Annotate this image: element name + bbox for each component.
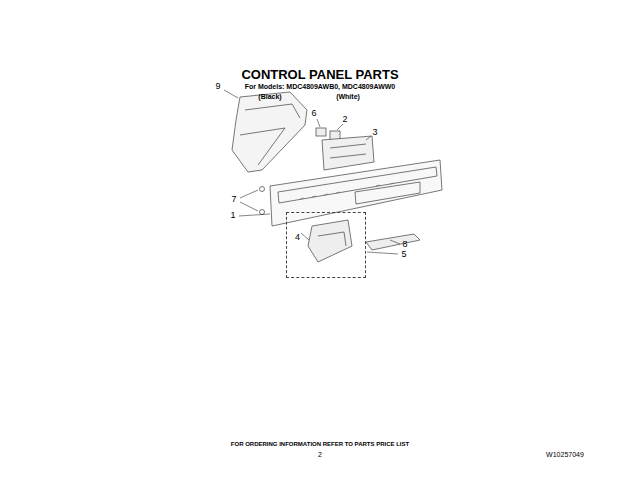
latch xyxy=(308,220,352,262)
circuit-board xyxy=(322,136,374,170)
callout-number: 2 xyxy=(342,115,347,125)
color-note: (Black) xyxy=(258,93,281,101)
screw xyxy=(260,187,265,192)
callout-number: 3 xyxy=(372,128,377,138)
panel-face xyxy=(278,167,437,203)
callout-number: 7 xyxy=(231,195,236,205)
screw xyxy=(260,210,265,215)
leader-lines xyxy=(224,90,400,254)
callout-number: 5 xyxy=(401,250,406,260)
callout-number: 1 xyxy=(230,211,235,221)
bracket-detail xyxy=(240,128,285,165)
model-line: For Models: MDC4809AWB0, MDC4809AWW0 xyxy=(245,83,396,91)
control-panel xyxy=(270,160,442,226)
latch-detail xyxy=(318,232,346,246)
dashed-group-box: 4 xyxy=(286,212,366,278)
bracket xyxy=(232,92,307,172)
callout-number: 6 xyxy=(311,109,316,119)
board-detail xyxy=(330,144,366,148)
callout-number: 9 xyxy=(215,82,220,92)
color-note: (White) xyxy=(336,93,360,101)
title: CONTROL PANEL PARTS xyxy=(241,68,398,82)
bracket-detail xyxy=(245,104,300,118)
page-number: 2 xyxy=(318,451,322,459)
callout-number: 4 xyxy=(295,233,300,243)
clip xyxy=(316,128,326,136)
document-number: W10257049 xyxy=(546,451,584,459)
handle xyxy=(366,234,420,250)
footer-note: FOR ORDERING INFORMATION REFER TO PARTS … xyxy=(231,441,409,448)
callout-number: 8 xyxy=(402,240,407,250)
panel-display xyxy=(355,182,420,204)
board-detail xyxy=(330,154,366,158)
